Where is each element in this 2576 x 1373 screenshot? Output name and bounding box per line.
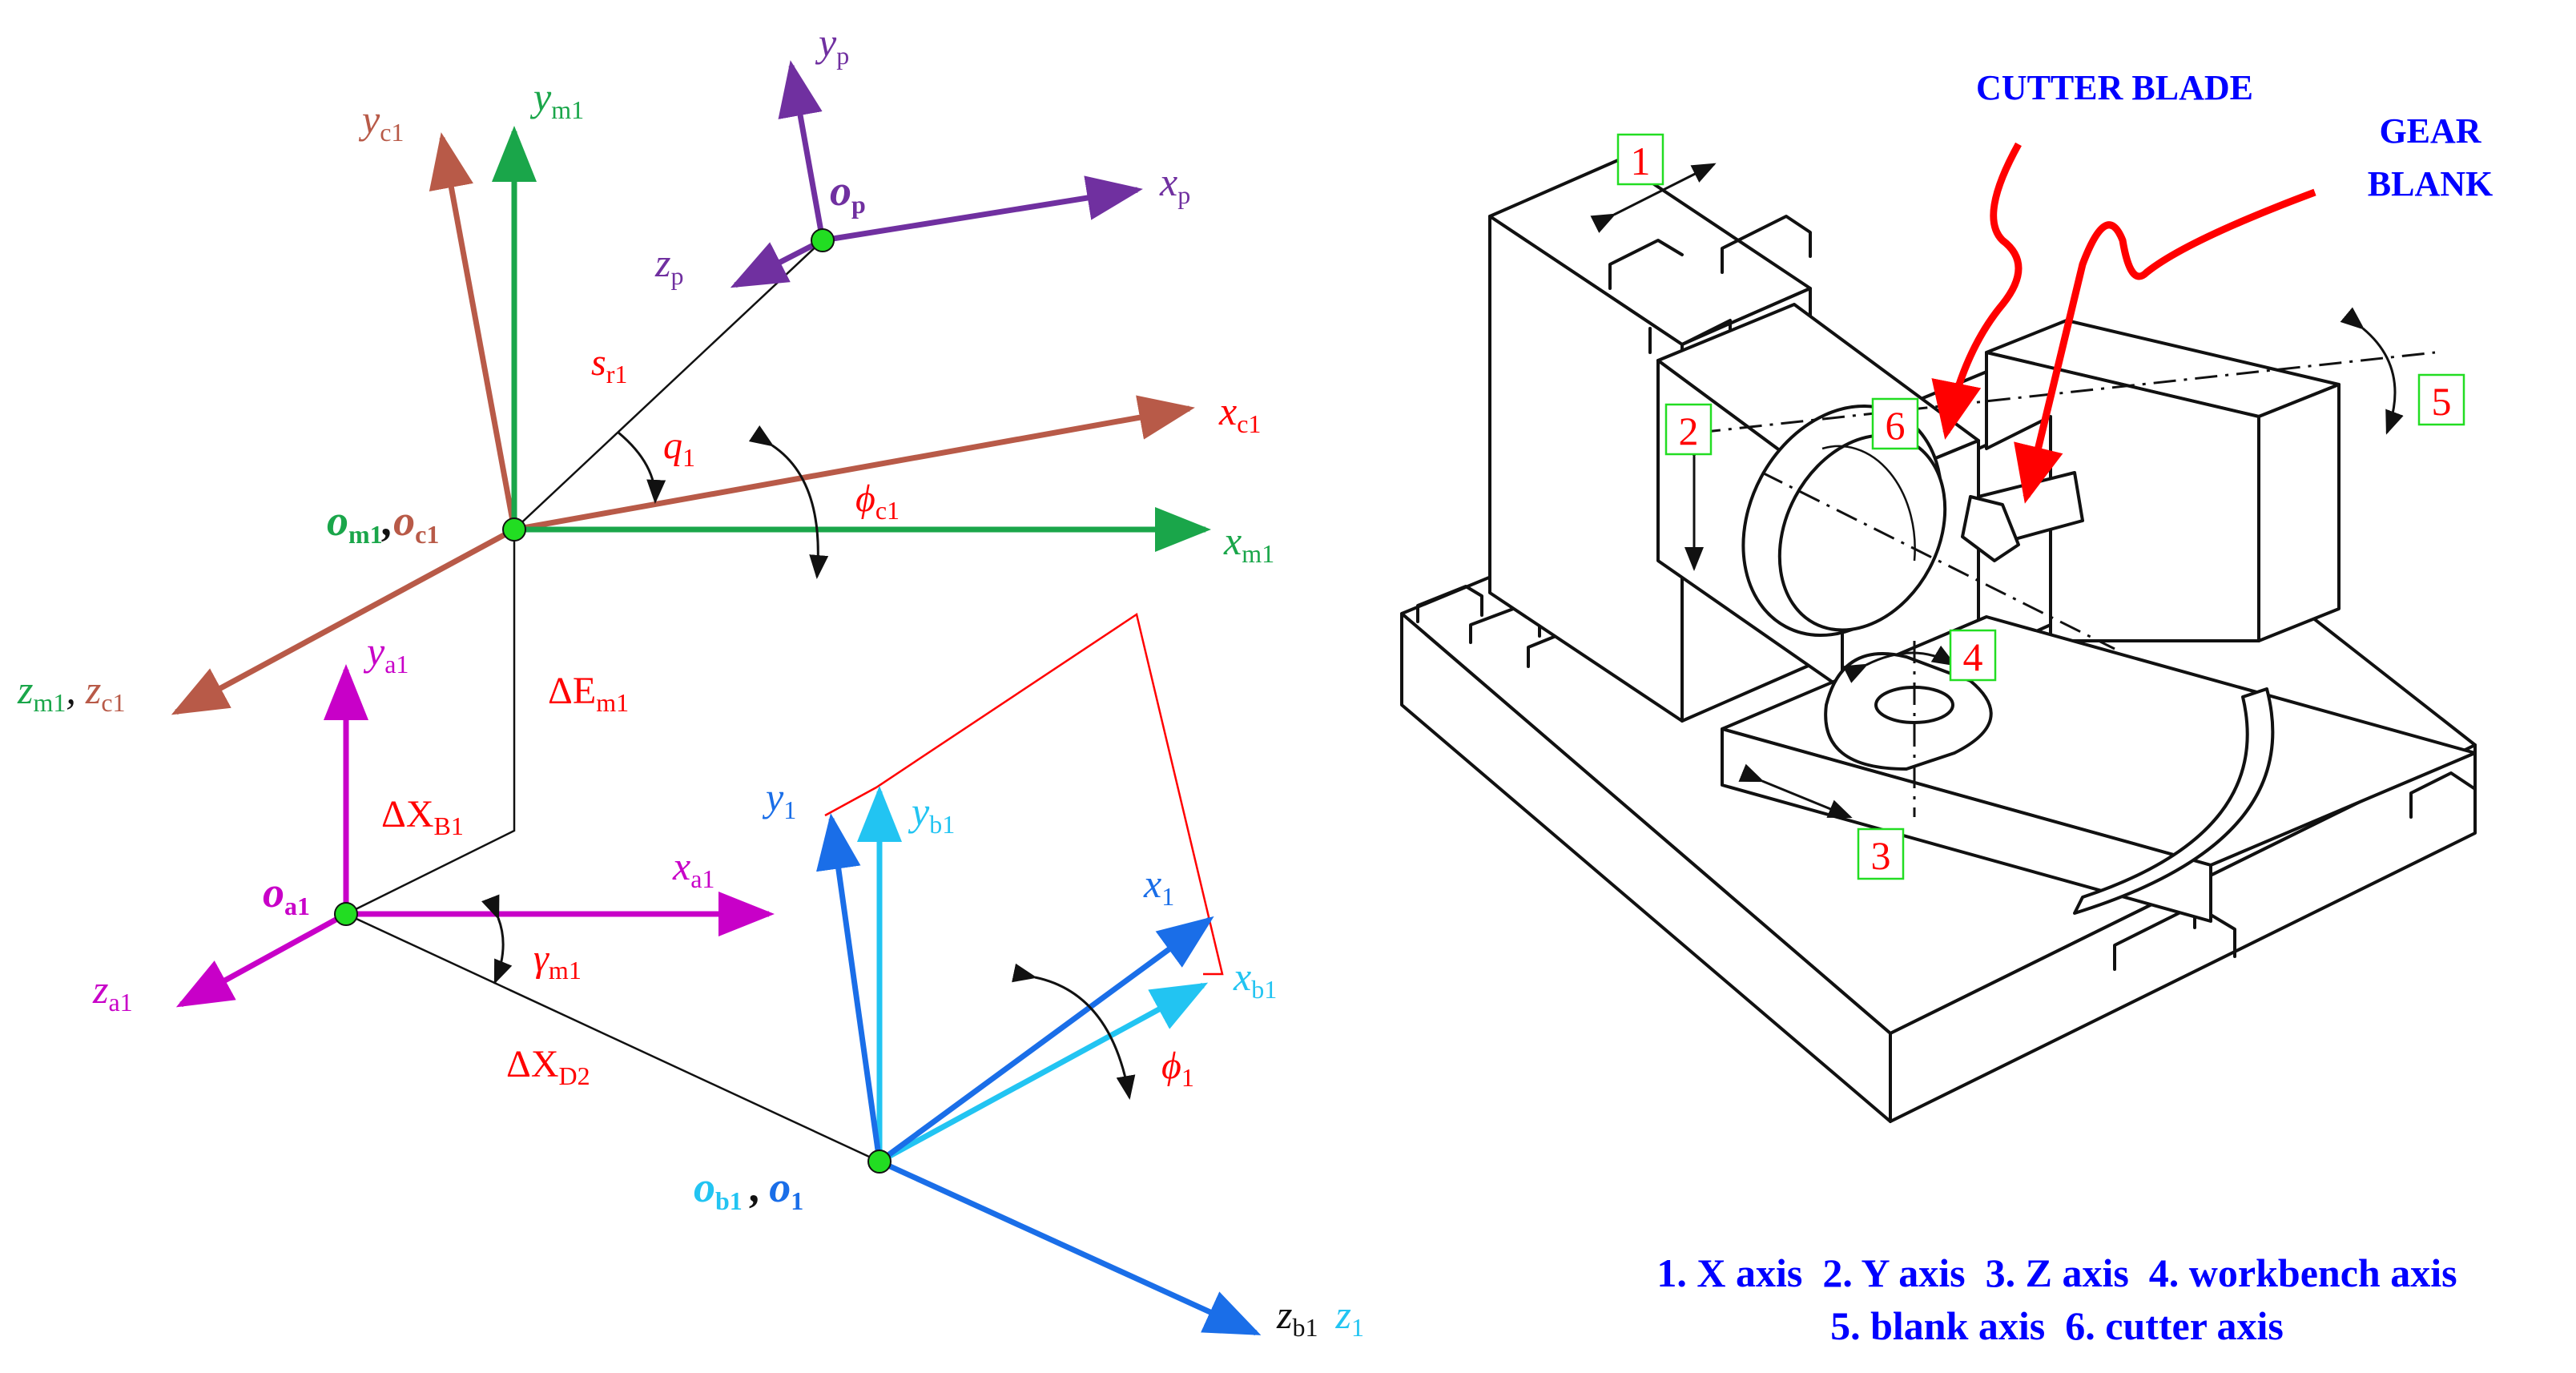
- column-top-rail: [1608, 215, 1812, 290]
- machine-sketch: 1 2 3 4 5 6 CUTTER BLADE GEAR BLANK 1. X…: [1400, 68, 2493, 1348]
- arc-phic1: [748, 425, 829, 579]
- label-op: op: [830, 167, 866, 219]
- label-yp: yp: [815, 20, 849, 70]
- axis-zp: [730, 237, 824, 288]
- coordinate-diagram: yp xp zp op yc1 ym1 xc1 xm1 zm1,zc1 om1,…: [17, 20, 1364, 1342]
- param-dEm1: ΔEm1: [548, 670, 629, 717]
- axis-yp: [778, 60, 826, 241]
- origin-dot-ob1: [867, 1150, 892, 1174]
- label-om1-oc1: om1,oc1: [327, 497, 439, 549]
- axis-number-6: 6: [1871, 397, 1919, 450]
- frame-p: yp xp zp op: [654, 20, 1190, 290]
- arrow-axis-4: [1842, 645, 1957, 683]
- origin-dot-op: [811, 228, 835, 252]
- label-ob1-o1: ob1,o1: [694, 1163, 803, 1215]
- origin-dot-om1: [502, 517, 526, 542]
- axis-yc1: [429, 132, 517, 530]
- construction-lines: [345, 240, 880, 1163]
- cutter-rotation-mark: [1821, 445, 1916, 562]
- frame-m1: [492, 126, 1211, 552]
- blank-pointer-arrow: [2014, 188, 2316, 504]
- param-dXD2: ΔXD2: [506, 1043, 590, 1090]
- label-zm1-zc1: zm1,zc1: [17, 667, 126, 717]
- axis-z1: [878, 1158, 1262, 1336]
- axis-number-2: 2: [1664, 403, 1713, 456]
- origin-dot-oa1: [334, 902, 358, 926]
- arc-gammam1: [481, 894, 513, 984]
- param-phi1: ϕ1: [1161, 1045, 1194, 1092]
- arc-phi1: [1012, 963, 1136, 1100]
- axis-number-3: 3: [1857, 827, 1905, 880]
- frame-c1: [171, 132, 1195, 715]
- svg-text:4: 4: [1963, 634, 1983, 679]
- axis-x1: [877, 916, 1214, 1164]
- label-xc1: xc1: [1218, 389, 1261, 438]
- arc-q1: [618, 431, 666, 504]
- arc-guide: [2073, 687, 2275, 915]
- label-zp: zp: [654, 240, 683, 290]
- gear-blank-label-line2: BLANK: [2368, 164, 2493, 203]
- base-side: [1889, 743, 2477, 1123]
- svg-text:1: 1: [1631, 139, 1651, 183]
- axis-y1: [816, 813, 883, 1162]
- label-yb1: yb1: [908, 789, 955, 839]
- legend-line-1: 1. X axis 2. Y axis 3. Z axis 4. workben…: [1656, 1250, 2457, 1295]
- svg-text:2: 2: [1679, 409, 1699, 453]
- label-ym1: ym1: [529, 74, 584, 124]
- axis-xc1: [513, 395, 1195, 533]
- line-om1-op: [513, 240, 823, 530]
- frame-a1: ya1 xa1 za1 oa1: [92, 629, 775, 1017]
- label-x1: x1: [1143, 861, 1174, 911]
- label-yc1: yc1: [358, 97, 404, 147]
- gear-blank-label-line1: GEAR: [2379, 111, 2481, 151]
- svg-text:3: 3: [1871, 833, 1891, 878]
- base-slot-right-2: [2409, 771, 2477, 819]
- line-oa1-ob1: [345, 912, 880, 1163]
- arrow-axis-1: [1590, 163, 1717, 233]
- label-oa1: oa1: [263, 868, 310, 920]
- line-om1-oa1: [345, 529, 516, 916]
- svg-text:5: 5: [2432, 379, 2452, 424]
- param-phic1: ϕc1: [855, 477, 900, 525]
- blank-cone: [1961, 495, 2020, 562]
- cutter-blade-label: CUTTER BLADE: [1976, 68, 2253, 107]
- red-outline: [824, 612, 1224, 976]
- label-y1: y1: [762, 775, 796, 824]
- axis-number-5: 5: [2417, 373, 2465, 426]
- param-sr1: sr1: [591, 341, 627, 389]
- cutter-pointer-arrow: [1931, 142, 2023, 440]
- arrow-axis-5: [2340, 307, 2404, 435]
- label-xb1: xb1: [1233, 954, 1277, 1004]
- label-xp: xp: [1159, 159, 1190, 209]
- axis-number-4: 4: [1949, 629, 1997, 682]
- axis-xb1: [878, 982, 1209, 1165]
- param-dXB1: ΔXB1: [381, 793, 464, 840]
- label-xa1: xa1: [672, 844, 714, 893]
- label-ya1: ya1: [363, 629, 409, 678]
- axis-za1: [175, 911, 348, 1008]
- param-gammam1: γm1: [533, 937, 582, 984]
- axis-number-1: 1: [1616, 133, 1664, 186]
- param-q1: q1: [663, 425, 695, 472]
- svg-text:6: 6: [1886, 403, 1906, 448]
- label-za1: za1: [92, 967, 133, 1017]
- axis-zc1: [171, 526, 516, 715]
- arrow-axis-3: [1738, 763, 1853, 819]
- label-xm1: xm1: [1223, 518, 1274, 568]
- axis-xp: [822, 175, 1143, 244]
- legend-line-2: 5. blank axis 6. cutter axis: [1830, 1303, 2284, 1348]
